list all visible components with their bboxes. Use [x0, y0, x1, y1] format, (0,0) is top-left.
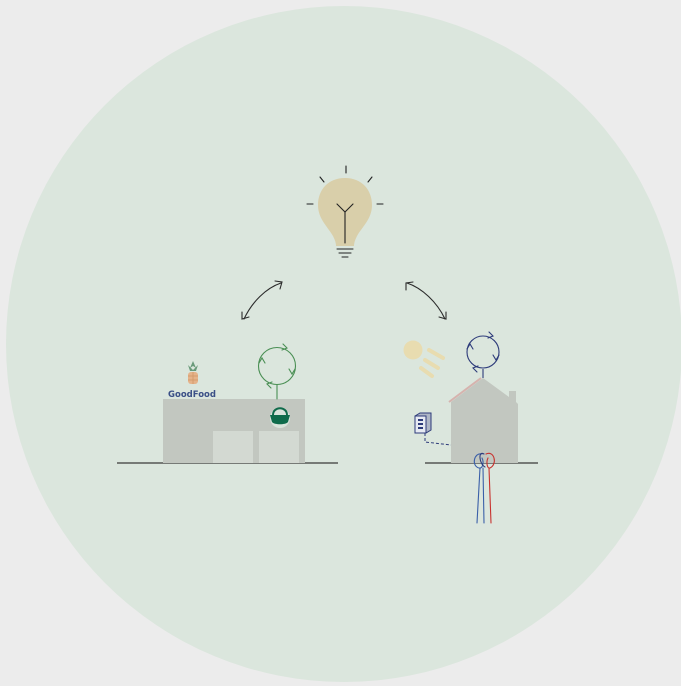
left-double-arrow-icon: [241, 280, 283, 320]
store-group: GoodFood: [117, 343, 338, 464]
house-group: [403, 331, 538, 524]
store-name: GoodFood: [168, 390, 216, 400]
store-window-left: [213, 431, 253, 463]
background-circle: [6, 6, 681, 682]
shopping-basket-icon: [270, 407, 290, 428]
store-window-right: [259, 431, 299, 463]
right-double-arrow-icon: [405, 281, 447, 320]
pineapple-icon: [188, 361, 198, 384]
lightbulb-icon: [306, 165, 384, 258]
store-recycle-loop-icon: [257, 343, 297, 400]
house-recycle-loop-icon: [466, 331, 500, 373]
sun-icon: [403, 340, 445, 378]
battery-icon: [414, 412, 452, 446]
solar-panel: [448, 377, 482, 403]
house-building: [451, 378, 518, 463]
ground-cables-icon: [473, 452, 495, 524]
